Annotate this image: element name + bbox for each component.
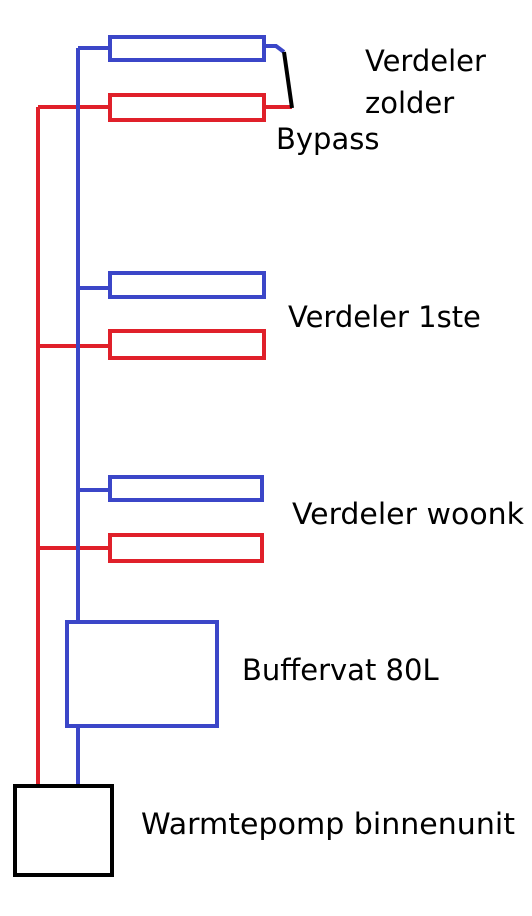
verdeler-woonk-return [108,475,264,502]
label-verdeler-zolder-1: Verdeler [365,44,486,78]
verdeler-1ste-supply [108,329,266,360]
verdeler-zolder-supply [108,93,266,122]
label-verdeler-woonk: Verdeler woonk [292,497,524,531]
verdeler-woonk-supply [108,533,264,563]
label-verdeler-zolder-2: zolder [365,86,454,120]
label-verdeler-1ste: Verdeler 1ste [288,300,481,334]
verdeler-zolder-return [108,35,266,62]
label-buffervat: Buffervat 80L [242,653,439,687]
label-warmtepomp: Warmtepomp binnenunit [141,807,515,841]
warmtepomp-unit [13,784,114,877]
label-bypass: Bypass [276,122,379,156]
supply-manifolds [108,93,266,563]
bypass-valve [282,51,294,109]
return-pipes [76,44,286,785]
verdeler-1ste-return [108,271,266,299]
supply-pipes [36,105,292,785]
buffervat-tank [65,620,219,728]
return-manifolds [108,35,266,502]
return-bypass-connection [264,44,286,54]
